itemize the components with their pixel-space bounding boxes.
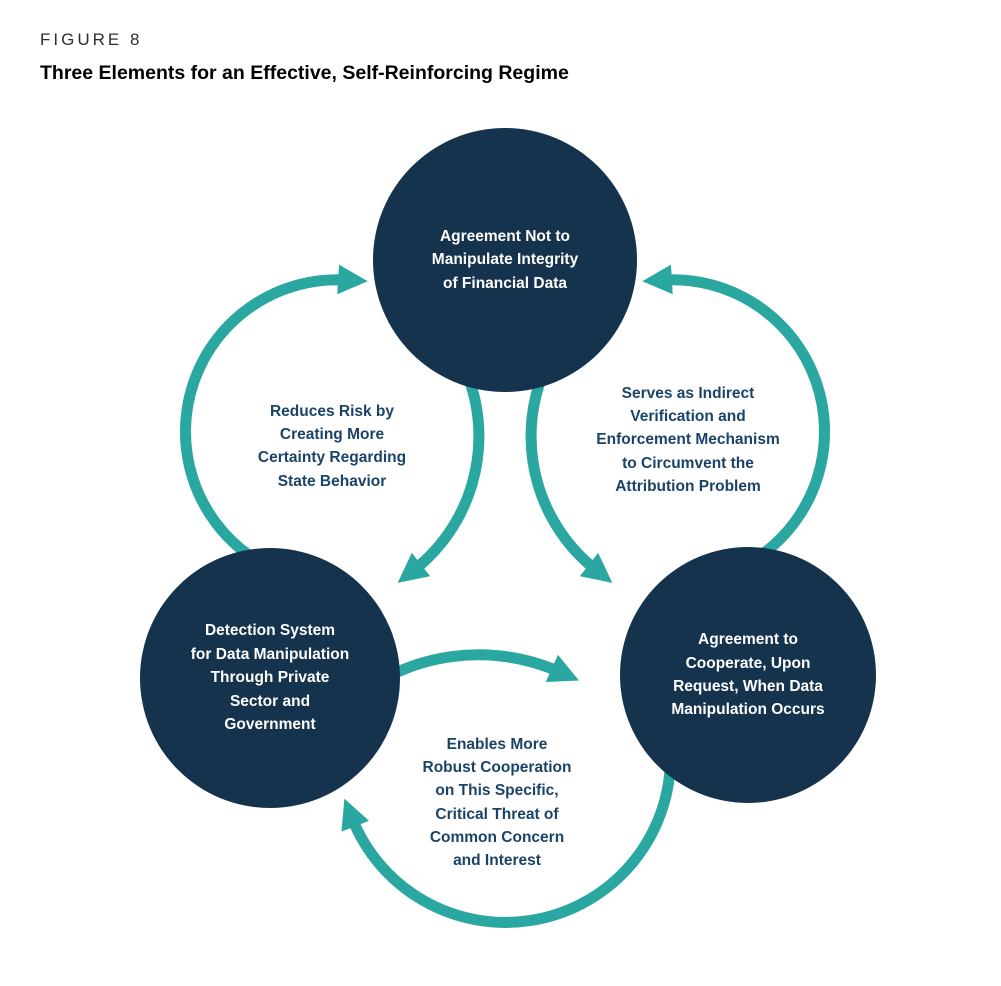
edge-text-line: and Interest xyxy=(453,852,541,870)
edge-text-line: Common Concern xyxy=(429,828,565,846)
node-agreement-to-cooperate: Agreement to Cooperate, Upon Request, Wh… xyxy=(620,547,876,803)
edge-text-line: Critical Threat of xyxy=(435,805,559,823)
arrow-left-loop-ascending-icon xyxy=(180,264,368,561)
arrow-bottom-loop-return-icon xyxy=(341,769,676,928)
arrow-right-loop-ascending-icon xyxy=(642,264,830,561)
edge-label-enables-cooperation: Enables More Robust Cooperation on This … xyxy=(392,733,602,872)
edge-text-line: Certainty Regarding xyxy=(257,449,407,467)
arrow-left-loop-descending-icon xyxy=(397,380,485,583)
edge-text-line: to Circumvent the xyxy=(622,454,754,472)
edge-text-line: Enables More xyxy=(446,736,548,753)
node-text-line: Agreement to xyxy=(698,631,798,649)
node-text-line: Manipulation Occurs xyxy=(671,701,825,719)
node-text-line: Cooperate, Upon xyxy=(685,654,811,672)
edge-text-line: Reduces Risk by xyxy=(269,403,395,420)
edge-text-line: Creating More xyxy=(279,426,385,444)
node-agreement-not-to-manipulate: Agreement Not to Manipulate Integrity of… xyxy=(373,128,637,392)
edge-text-line: Robust Cooperation xyxy=(422,759,572,777)
edge-text-line: Enforcement Mechanism xyxy=(596,431,780,449)
node-detection-system: Detection System for Data Manipulation T… xyxy=(140,548,400,808)
edge-text-line: Verification and xyxy=(630,408,746,426)
node-text-line: Manipulate Integrity xyxy=(431,251,579,269)
figure-title: Three Elements for an Effective, Self-Re… xyxy=(40,62,569,84)
node-text-line: Through Private xyxy=(210,669,330,687)
edge-label-indirect-verification: Serves as Indirect Verification and Enfo… xyxy=(572,382,804,498)
edge-label-reduces-risk: Reduces Risk by Creating More Certainty … xyxy=(222,400,442,493)
node-text-line: Agreement Not to xyxy=(439,227,571,245)
edge-text-line: Attribution Problem xyxy=(615,477,761,495)
node-text-line: of Financial Data xyxy=(442,274,568,292)
figure-number: FIGURE 8 xyxy=(40,30,143,49)
node-text-line: Request, When Data xyxy=(673,678,823,695)
edge-text-line: State Behavior xyxy=(277,472,387,490)
node-text-line: Detection System xyxy=(204,622,336,640)
arrow-right-loop-descending-icon xyxy=(525,380,613,583)
edge-text-line: on This Specific, xyxy=(435,782,559,800)
edge-text-line: Serves as Indirect xyxy=(621,385,755,402)
node-text-line: Sector and xyxy=(229,692,311,710)
node-text-line: Government xyxy=(224,716,316,734)
node-text-line: for Data Manipulation xyxy=(190,645,350,663)
